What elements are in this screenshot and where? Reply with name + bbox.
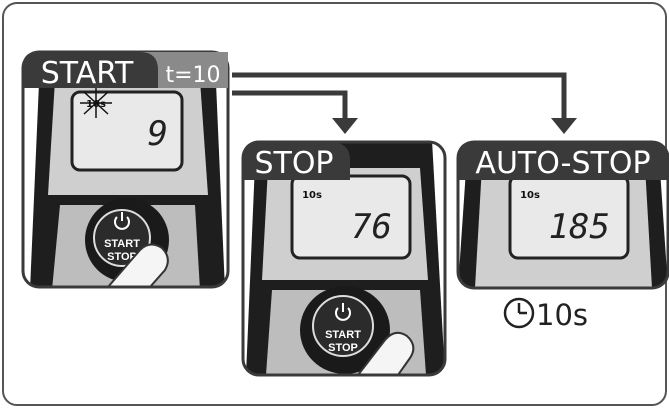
panel-autostop: 10s 185 AUTO-STOP bbox=[458, 140, 668, 288]
start-lcd-small: 10s bbox=[86, 99, 106, 110]
autostop-duration: 10s bbox=[536, 298, 588, 332]
autostop-lcd-small: 10s bbox=[520, 190, 540, 201]
panel-start: 10s 9 START STOP START t=10 bbox=[23, 48, 228, 290]
start-button-top-label: START bbox=[104, 238, 140, 250]
autostop-lcd-value: 185 bbox=[549, 207, 610, 247]
start-label: START bbox=[41, 56, 134, 91]
start-time-badge: t=10 bbox=[165, 63, 220, 88]
start-lcd-value: 9 bbox=[148, 114, 168, 154]
stop-lcd-value: 76 bbox=[351, 207, 392, 247]
stop-button-bottom-label: STOP bbox=[328, 342, 358, 354]
autostop-label: AUTO-STOP bbox=[475, 146, 650, 181]
panel-stop: 10s 76 START STOP STOP bbox=[243, 140, 445, 375]
stop-label: STOP bbox=[254, 146, 333, 181]
stop-button-top-label: START bbox=[325, 329, 361, 341]
stop-lcd-small: 10s bbox=[302, 190, 322, 201]
